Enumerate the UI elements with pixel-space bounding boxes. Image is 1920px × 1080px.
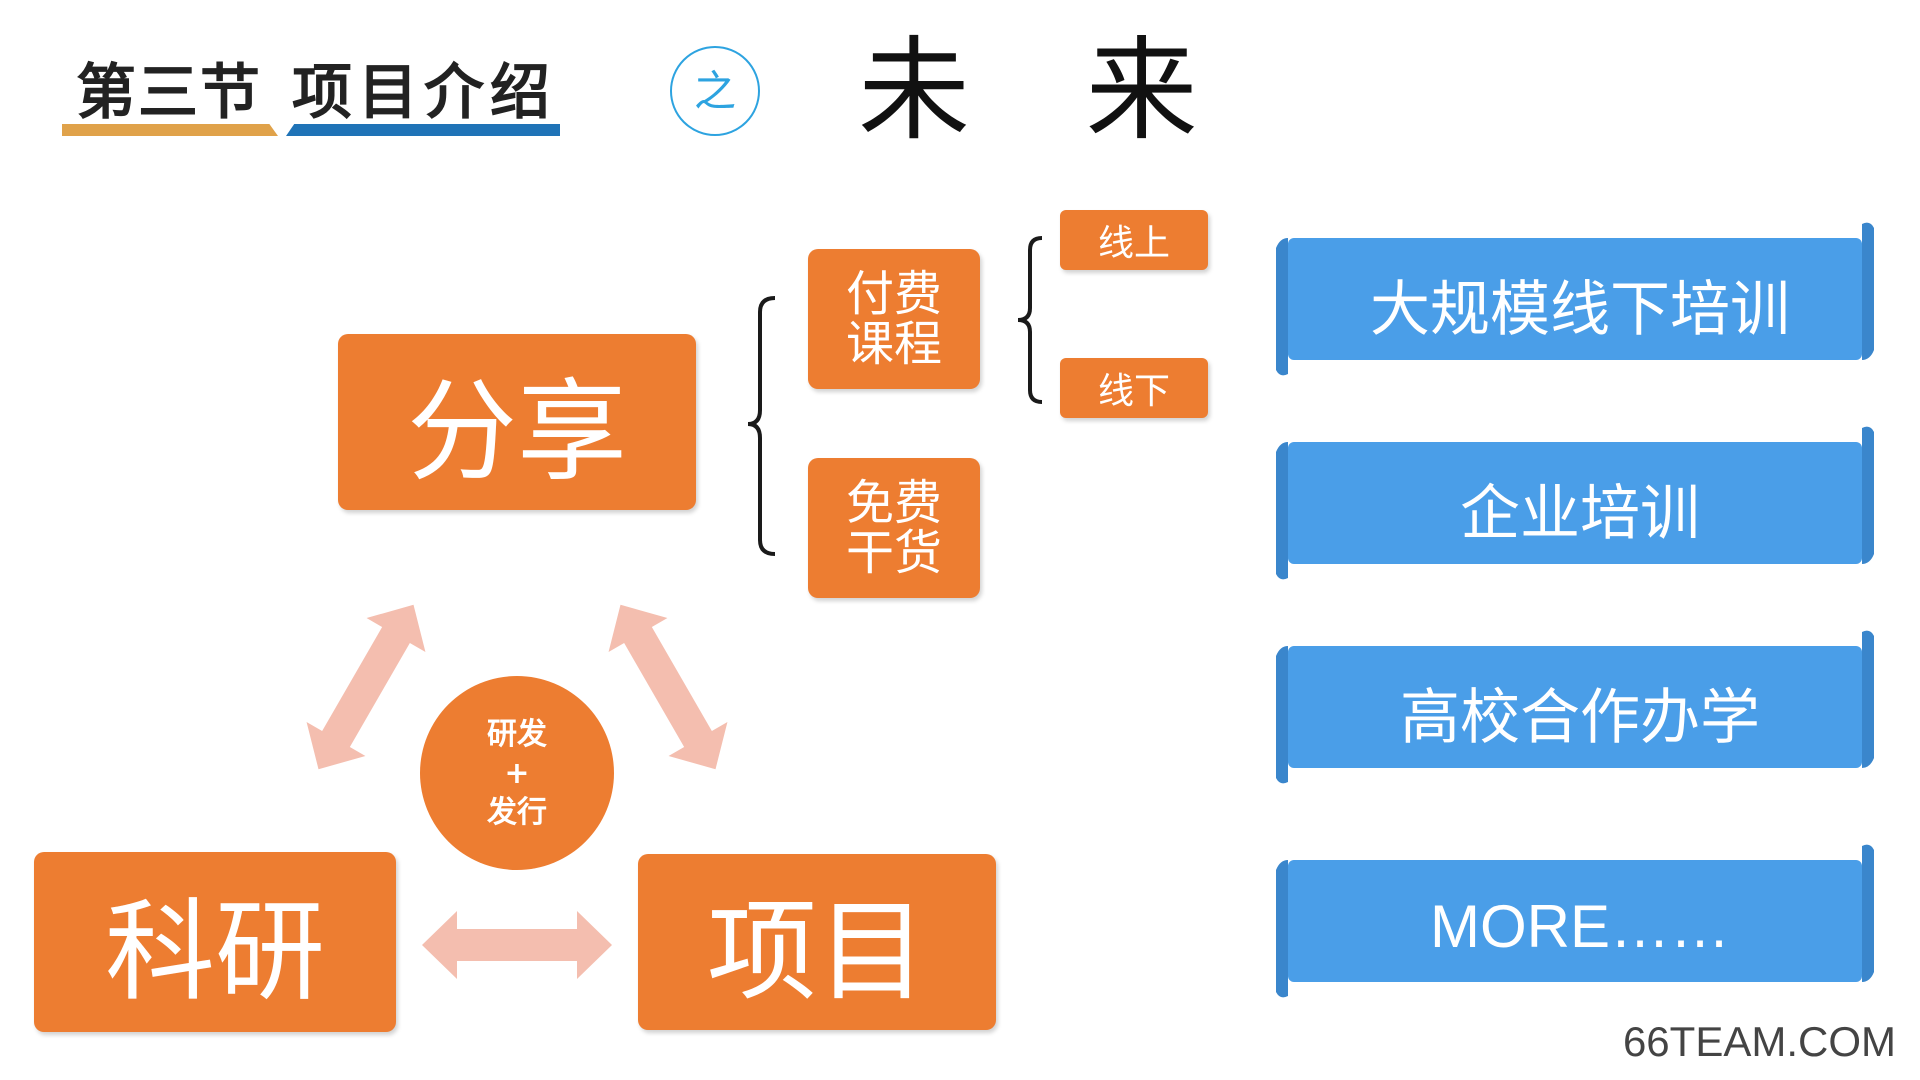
title-underline-orange	[62, 124, 278, 136]
site-watermark: 66TEAM.COM	[1622, 1018, 1896, 1065]
free-label-line1: 免费	[845, 474, 942, 531]
scroll-banner-icon	[1276, 630, 1874, 784]
center-node: 研发 + 发行	[420, 676, 614, 870]
double-arrow-share-research	[289, 587, 443, 787]
bracket-paid-subitems	[1017, 236, 1043, 404]
share-node: 分享	[338, 334, 696, 510]
paid-label-line2: 课程	[845, 316, 942, 372]
paid-course-node: 付费 课程	[808, 249, 980, 389]
title-underline-blue	[286, 124, 560, 136]
center-label-line2: 发行	[487, 794, 547, 830]
banner-label: 高校合作办学	[1400, 683, 1760, 751]
page-title: 未 来	[858, 26, 1238, 156]
scroll-banner-icon	[1276, 222, 1874, 376]
project-node: 项目	[638, 854, 996, 1030]
bracket-share-subitems	[747, 296, 776, 556]
section-label: 第三节	[76, 58, 262, 128]
banner-label: 企业培训	[1460, 479, 1700, 547]
offline-node: 线下	[1060, 358, 1208, 418]
project-label: 项目	[707, 888, 927, 1016]
connector-badge: 之	[670, 46, 760, 136]
free-content-node: 免费 干货	[808, 458, 980, 598]
center-label-plus: +	[504, 755, 530, 791]
research-label: 科研	[105, 888, 325, 1016]
online-label: 线上	[1097, 223, 1170, 264]
online-node: 线上	[1060, 210, 1208, 270]
connector-text: 之	[694, 66, 736, 115]
banner-label: 大规模线下培训	[1370, 275, 1790, 343]
free-label-line2: 干货	[845, 525, 942, 581]
banner-more: MORE……	[1270, 836, 1880, 1006]
scroll-banner-icon	[1276, 844, 1874, 998]
section-heading: 项目介绍	[292, 58, 556, 128]
banner-offline-training: 大规模线下培训	[1270, 214, 1880, 384]
banner-enterprise-training: 企业培训	[1270, 418, 1880, 588]
banner-university-cooperation: 高校合作办学	[1270, 622, 1880, 792]
banner-label: MORE……	[1430, 892, 1730, 960]
offline-label: 线下	[1097, 371, 1170, 412]
double-arrow-share-project	[591, 587, 745, 787]
double-arrow-research-project	[422, 911, 612, 979]
share-label: 分享	[407, 368, 627, 496]
center-label-line1: 研发	[487, 716, 547, 752]
research-node: 科研	[34, 852, 396, 1032]
paid-label-line1: 付费	[845, 265, 942, 322]
connector-glyph-icon: 之	[694, 66, 736, 115]
scroll-banner-icon	[1276, 426, 1874, 580]
